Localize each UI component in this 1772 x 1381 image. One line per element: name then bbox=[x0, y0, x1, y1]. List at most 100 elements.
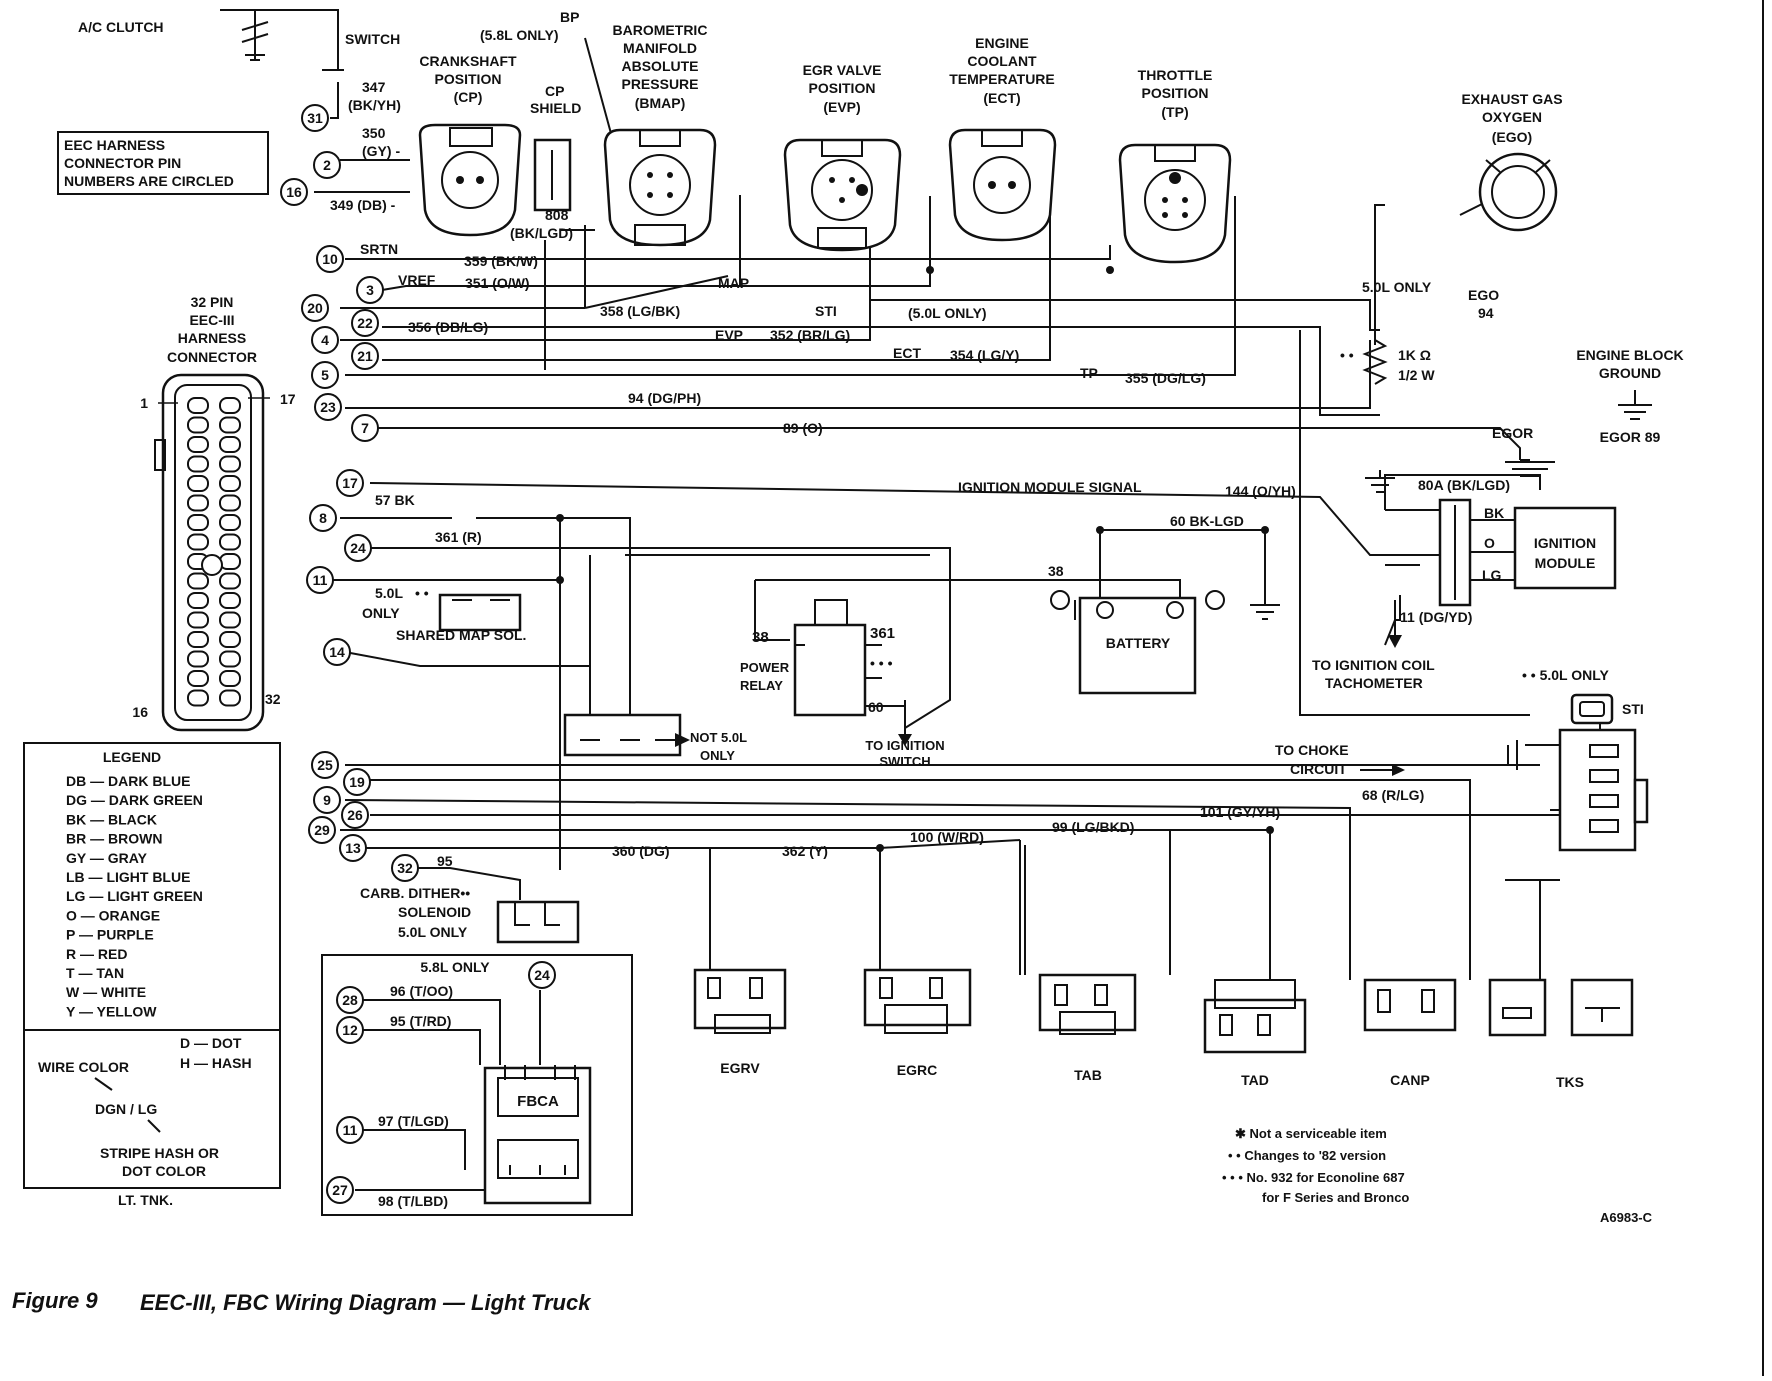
connector-cell bbox=[187, 670, 209, 687]
svg-text:22: 22 bbox=[357, 315, 373, 331]
svg-text:38: 38 bbox=[1048, 563, 1064, 579]
svg-text:EGRV: EGRV bbox=[720, 1060, 760, 1076]
pin-14: 14 bbox=[323, 638, 351, 666]
pin-2: 2 bbox=[313, 151, 341, 179]
legend-item: DG — DARK GREEN bbox=[66, 792, 203, 808]
svg-text:14: 14 bbox=[329, 644, 345, 660]
switch-label: SWITCH bbox=[345, 31, 400, 47]
connector-cell bbox=[219, 611, 241, 629]
svg-text:SOLENOID: SOLENOID bbox=[398, 904, 471, 920]
svg-text:24: 24 bbox=[350, 540, 366, 556]
svg-text:94 (DG/PH): 94 (DG/PH) bbox=[628, 390, 701, 406]
sensor-cp-line-3: (CP) bbox=[454, 89, 483, 105]
svg-text:SHARED MAP SOL.: SHARED MAP SOL. bbox=[396, 627, 526, 643]
svg-text:5.0L: 5.0L bbox=[375, 585, 403, 601]
svg-text:TKS: TKS bbox=[1556, 1074, 1584, 1090]
svg-text:• •: • • bbox=[415, 585, 429, 601]
svg-text:80A (BK/LGD): 80A (BK/LGD) bbox=[1418, 477, 1510, 493]
svg-text:95: 95 bbox=[437, 853, 453, 869]
actuator-egrv: EGRV bbox=[693, 968, 787, 1076]
actuator-tab: TAB bbox=[1038, 973, 1137, 1083]
sensor-cp-line-1: CRANKSHAFT bbox=[419, 53, 517, 69]
svg-text:100 (W/RD): 100 (W/RD) bbox=[910, 829, 984, 845]
svg-text:EVP: EVP bbox=[715, 327, 743, 343]
connector-pin-32: 32 bbox=[265, 691, 281, 707]
battery: BATTERY bbox=[1050, 590, 1225, 695]
cp-shield-label-2: SHIELD bbox=[530, 100, 581, 116]
svg-text:FBCA: FBCA bbox=[517, 1093, 559, 1110]
svg-text:ENGINE BLOCK: ENGINE BLOCK bbox=[1576, 347, 1683, 363]
svg-text:28: 28 bbox=[342, 992, 358, 1008]
svg-text:• • Changes to '82 version: • • Changes to '82 version bbox=[1228, 1148, 1386, 1163]
svg-text:TO IGNITION: TO IGNITION bbox=[865, 738, 944, 753]
pin-23: 23 bbox=[314, 393, 342, 421]
sensor-ect: ENGINE COOLANT TEMPERATURE (ECT) bbox=[948, 35, 1057, 242]
sensor-tp-line-1: THROTTLE bbox=[1138, 67, 1213, 83]
svg-text:SRTN: SRTN bbox=[360, 241, 398, 257]
pin-28: 28 bbox=[336, 986, 364, 1014]
svg-text:360 (DG): 360 (DG) bbox=[612, 843, 670, 859]
pin-31: 31 bbox=[301, 104, 329, 132]
sensor-tp-line-2: POSITION bbox=[1142, 85, 1209, 101]
svg-text:144 (O/YH): 144 (O/YH) bbox=[1225, 483, 1296, 499]
svg-text:10: 10 bbox=[322, 251, 338, 267]
harness-note-line-1: EEC HARNESS bbox=[64, 137, 165, 153]
sensor-evp-line-3: (EVP) bbox=[823, 99, 860, 115]
cp-shield-part bbox=[533, 138, 572, 212]
legend-item: P — PURPLE bbox=[66, 927, 154, 943]
connector-cell bbox=[219, 572, 241, 590]
harness-note-line-3: NUMBERS ARE CIRCLED bbox=[64, 173, 234, 189]
pin-9: 9 bbox=[313, 786, 341, 814]
svg-text:361 (R): 361 (R) bbox=[435, 529, 482, 545]
sensor-ego-line-3: (EGO) bbox=[1492, 129, 1532, 145]
cp-shield-label-1: CP bbox=[545, 83, 564, 99]
connector-title-2: EEC-III bbox=[189, 312, 234, 328]
bp-label-1: BP bbox=[560, 9, 579, 25]
svg-text:ECT: ECT bbox=[893, 345, 921, 361]
pin-11: 11 bbox=[306, 566, 334, 594]
connector-cell bbox=[219, 689, 241, 707]
svg-text:60 BK-LGD: 60 BK-LGD bbox=[1170, 513, 1244, 529]
pin-24: 24 bbox=[344, 534, 372, 562]
svg-text:2: 2 bbox=[323, 157, 331, 173]
pin-12: 12 bbox=[336, 1016, 364, 1044]
svg-text:TAB: TAB bbox=[1074, 1067, 1102, 1083]
pin-callouts: 31 2 16 10 3 20 22 4 21 5 23 7 17 8 24 1… bbox=[280, 104, 556, 1204]
carb-ditherer: CARB. DITHER•• SOLENOID 5.0L ONLY 95 bbox=[360, 853, 580, 944]
sensor-tp-line-3: (TP) bbox=[1161, 104, 1188, 120]
to-coil-label-1: TO IGNITION COIL bbox=[1312, 657, 1435, 673]
ac-clutch-icon bbox=[241, 15, 269, 61]
svg-text:89 (O): 89 (O) bbox=[783, 420, 823, 436]
connector-cell bbox=[187, 611, 209, 629]
connector-cell bbox=[219, 455, 241, 473]
figure-number: Figure 9 bbox=[12, 1288, 98, 1313]
connector-cell bbox=[187, 689, 209, 707]
svg-text:17: 17 bbox=[342, 475, 358, 491]
svg-text:355 (DG/LG): 355 (DG/LG) bbox=[1125, 370, 1206, 386]
sensor-ego-line-2: OXYGEN bbox=[1482, 109, 1542, 125]
svg-text:358 (LG/BK): 358 (LG/BK) bbox=[600, 303, 680, 319]
svg-text:99 (LG/BKD): 99 (LG/BKD) bbox=[1052, 819, 1134, 835]
connector-cell bbox=[219, 592, 241, 609]
svg-text:95 (T/RD): 95 (T/RD) bbox=[390, 1013, 451, 1029]
svg-text:BATTERY: BATTERY bbox=[1106, 635, 1171, 651]
svg-text:• • • No. 932 for Econoline 6: • • • No. 932 for Econoline 687 bbox=[1222, 1170, 1405, 1185]
svg-text:CIRCUIT: CIRCUIT bbox=[1290, 761, 1347, 777]
svg-text:A6983-C: A6983-C bbox=[1600, 1210, 1653, 1225]
sensor-ect-line-4: (ECT) bbox=[983, 90, 1020, 106]
svg-text:NOT 5.0L: NOT 5.0L bbox=[690, 730, 747, 745]
svg-text:POWER: POWER bbox=[740, 660, 790, 675]
svg-text:(5.0L ONLY): (5.0L ONLY) bbox=[908, 305, 987, 321]
svg-text:351 (O/W): 351 (O/W) bbox=[465, 275, 530, 291]
svg-text:CARB. DITHER••: CARB. DITHER•• bbox=[360, 885, 470, 901]
svg-text:361: 361 bbox=[870, 625, 895, 642]
connector-cell bbox=[187, 416, 209, 434]
sensor-evp-line-1: EGR VALVE bbox=[803, 62, 882, 78]
connector-cell bbox=[187, 514, 209, 531]
pin-16: 16 bbox=[280, 178, 308, 206]
svg-text:9: 9 bbox=[323, 792, 331, 808]
wire-347-label: 347 bbox=[362, 79, 386, 95]
pin-3: 3 bbox=[356, 276, 384, 304]
svg-text:DGN / LG: DGN / LG bbox=[95, 1101, 157, 1117]
svg-text:16: 16 bbox=[286, 184, 302, 200]
